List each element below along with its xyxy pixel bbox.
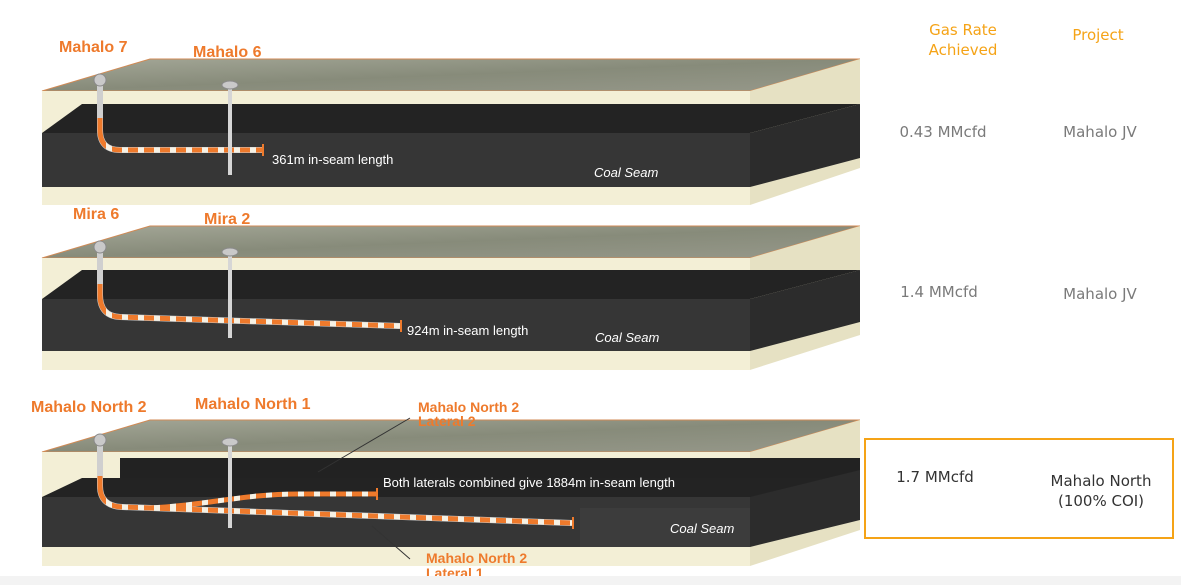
panel-3: Mahalo North 2 Mahalo North 1 Mahalo Nor… [31, 396, 860, 581]
seam-top-layer [42, 478, 860, 497]
gas-rate-row-3: 1.7 MMcfd [896, 468, 974, 486]
well-label-mira-6: Mira 6 [73, 206, 119, 223]
wellhead-icon [221, 80, 239, 90]
header-project: Project [1072, 26, 1124, 44]
wellhead-icon [221, 247, 239, 257]
ground-surface [41, 225, 860, 259]
project-row-2: Mahalo JV [1063, 285, 1137, 303]
length-label: 924m in-seam length [407, 323, 528, 338]
project-row-1: Mahalo JV [1063, 123, 1137, 141]
lateral-1 [97, 476, 573, 526]
header-gas-rate: Gas Rate Achieved [928, 21, 998, 59]
coal-seam-step [580, 508, 750, 547]
coal-seam-label: Coal Seam [594, 165, 658, 180]
lateral-2-pointer [317, 417, 411, 473]
gas-rate-row-2: 1.4 MMcfd [900, 283, 978, 301]
well-label-mahalo-6: Mahalo 6 [193, 44, 262, 61]
well-label-mira-2: Mira 2 [204, 211, 250, 228]
lateral-mahalo-7 [97, 118, 262, 153]
coal-seam-front [42, 133, 750, 187]
lateral-1-pointer [371, 525, 411, 560]
project-row-3: Mahalo North (100% COI) [1050, 472, 1152, 510]
well-label-mahalo-north-1: Mahalo North 1 [195, 396, 311, 413]
well-label-mahalo-north-2: Mahalo North 2 [31, 399, 147, 416]
coal-seam-side [750, 270, 860, 351]
lateral-1-label-line1: Mahalo North 2 [426, 550, 527, 566]
bottom-divider [0, 576, 1181, 585]
lateral-2-label-line2: Lateral 2 [418, 413, 476, 429]
wellhead-icon [221, 437, 239, 447]
coal-seam-label: Coal Seam [670, 521, 734, 536]
coal-seam-side [750, 470, 860, 547]
coal-seam-side [750, 104, 860, 187]
gas-rate-row-1: 0.43 MMcfd [899, 123, 987, 141]
length-label: 361m in-seam length [272, 152, 393, 167]
lateral-2-label-line1: Mahalo North 2 [418, 399, 519, 415]
wellhead-icon [93, 433, 107, 447]
wellhead-icon [93, 73, 107, 87]
lateral-mira-6 [97, 284, 401, 329]
seam-top-layer [42, 270, 860, 299]
seam-top-layer [42, 104, 860, 133]
wellhead-icon [93, 240, 107, 254]
coal-seam-label: Coal Seam [595, 330, 659, 345]
well-diagrams: Mahalo 7 Mahalo 6 361m in-seam length Co… [31, 39, 860, 581]
well-label-mahalo-7: Mahalo 7 [59, 39, 128, 56]
panel-1: Mahalo 7 Mahalo 6 361m in-seam length Co… [41, 39, 860, 205]
highlight-box [864, 438, 1174, 539]
ground-surface [41, 58, 860, 92]
panel-2: Mira 6 Mira 2 924m in-seam length Coal S… [41, 206, 860, 370]
length-label: Both laterals combined give 1884m in-sea… [383, 475, 675, 490]
